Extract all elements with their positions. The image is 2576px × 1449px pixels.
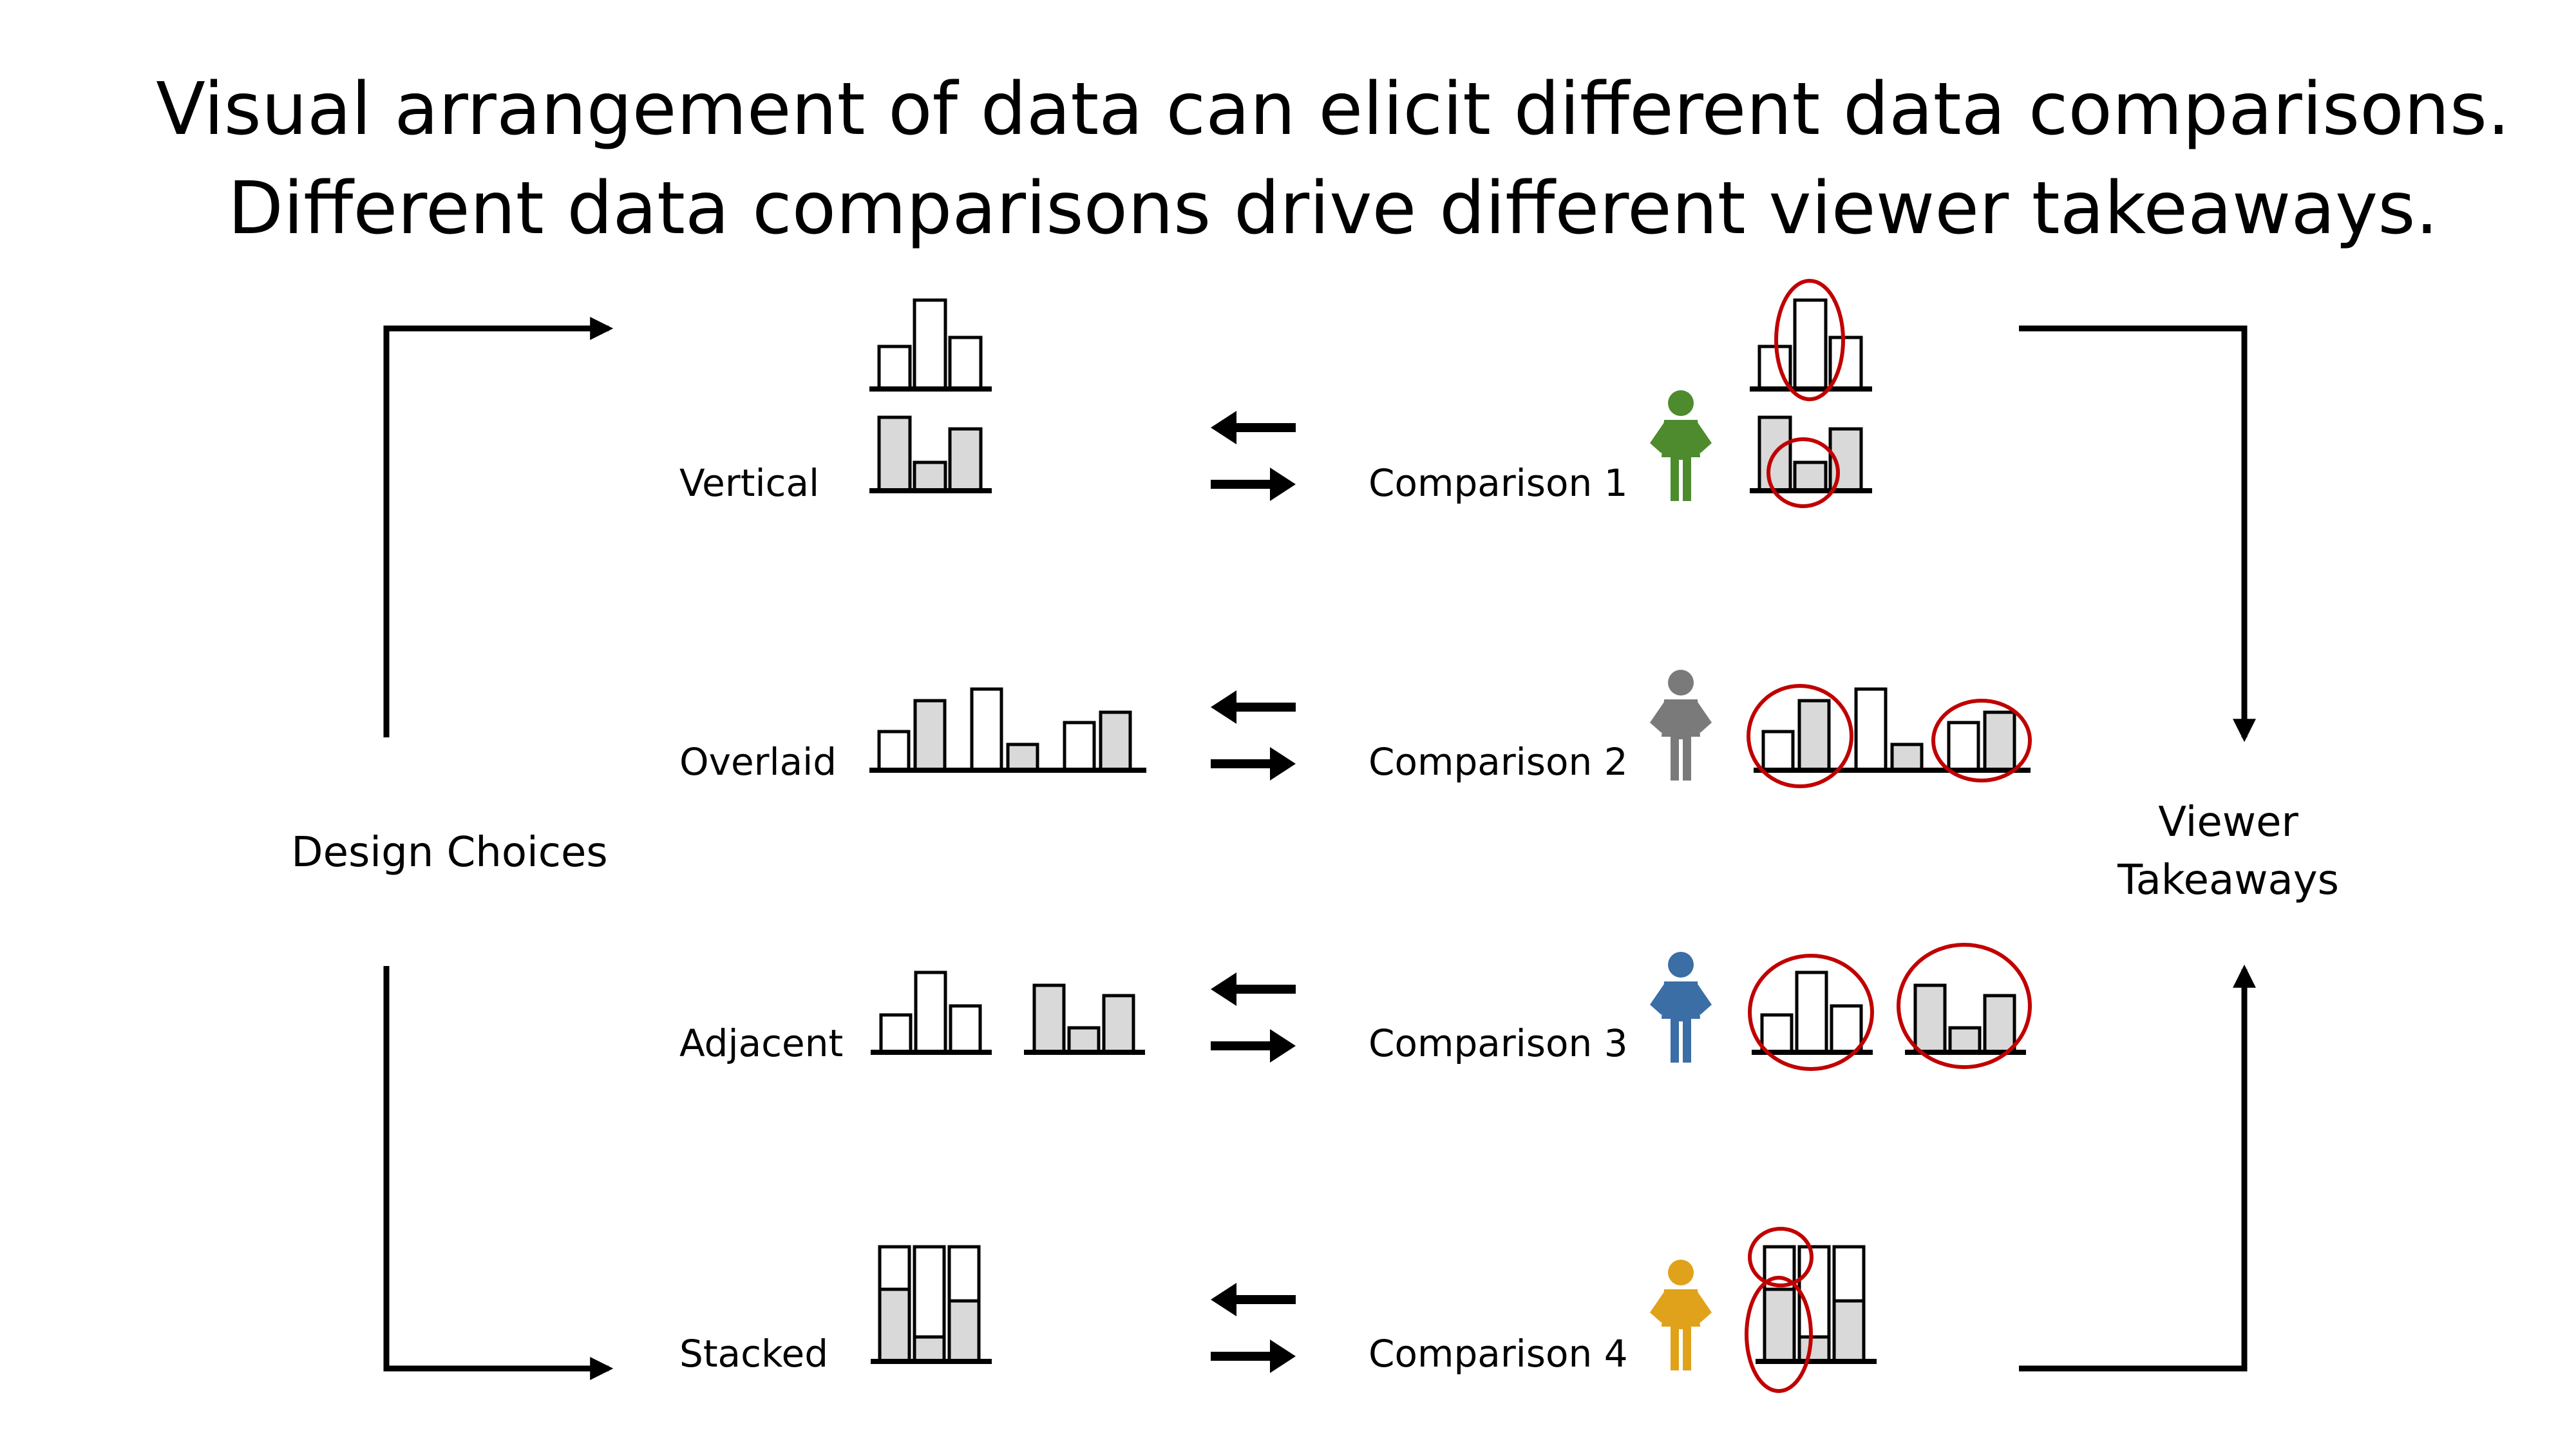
comparison-1-chart — [1750, 279, 1872, 508]
row-adjacent: Adjacent Comparison 3 — [679, 943, 2032, 1071]
bar — [879, 1013, 913, 1054]
bar — [1983, 994, 2016, 1054]
bar — [1832, 1245, 1866, 1303]
highlight-circle — [1748, 1227, 1814, 1287]
bar — [1032, 983, 1066, 1054]
viewer-takeaways-label-line-2: Takeaways — [2117, 857, 2339, 904]
bar — [1983, 710, 2016, 772]
bar — [1830, 1004, 1863, 1054]
adjacent-design-chart — [871, 971, 1145, 1055]
bar — [1063, 721, 1096, 772]
comparison-label-2: Comparison 2 — [1368, 740, 1628, 784]
comparison-label-3: Comparison 3 — [1368, 1021, 1628, 1065]
highlight-circle — [1748, 954, 1874, 1071]
bar — [1890, 743, 1924, 772]
highlight-circle — [1747, 684, 1853, 788]
bar — [970, 687, 1003, 772]
exchange-arrows-icon — [1211, 1283, 1296, 1373]
design-choices-label: Design Choices — [291, 829, 607, 876]
highlight-circle — [1745, 1276, 1813, 1393]
design-label-overlaid: Overlaid — [679, 740, 837, 784]
row-vertical: Vertical Comparison 1 — [679, 279, 1872, 508]
bar — [1793, 460, 1828, 493]
bar — [948, 336, 983, 391]
bar — [913, 460, 947, 493]
bar — [1099, 710, 1132, 772]
bar — [1797, 699, 1831, 772]
comparison-3-chart — [1748, 943, 2032, 1071]
design-label-stacked: Stacked — [679, 1332, 828, 1376]
comparison-2-chart — [1747, 684, 2032, 788]
design-label-adjacent: Adjacent — [679, 1021, 843, 1065]
person-icon — [1650, 952, 1712, 1063]
bar — [1947, 721, 1980, 772]
bar — [1948, 1026, 1982, 1054]
exchange-arrows-icon — [1211, 411, 1296, 501]
bar — [1795, 971, 1828, 1054]
bar — [1067, 1026, 1101, 1054]
bar — [1760, 1013, 1794, 1054]
bar — [913, 298, 947, 391]
bar — [877, 345, 912, 391]
bar — [947, 1245, 981, 1303]
overlaid-design-chart — [869, 687, 1146, 773]
exchange-arrows-icon — [1211, 690, 1296, 781]
bar — [878, 1287, 911, 1363]
title-line-1: Visual arrangement of data can elicit di… — [156, 68, 2510, 151]
bar — [1006, 743, 1039, 772]
bar — [913, 1245, 946, 1339]
bar — [947, 1299, 981, 1363]
takeaway-flow-arrows — [2019, 325, 2256, 1372]
bar — [949, 1004, 982, 1054]
design-label-vertical: Vertical — [679, 461, 819, 505]
bar — [1797, 1245, 1831, 1339]
bar — [1797, 1335, 1831, 1363]
bar — [948, 427, 983, 493]
design-flow-arrows — [383, 317, 614, 1380]
bar — [913, 1335, 946, 1363]
title-line-2: Different data comparisons drive differe… — [228, 167, 2438, 251]
bar — [1102, 994, 1135, 1054]
comparison-label-1: Comparison 1 — [1368, 461, 1628, 505]
bar — [914, 971, 947, 1054]
bar — [913, 699, 947, 772]
viewer-takeaways-label-line-1: Viewer — [2158, 799, 2298, 846]
comparison-label-4: Comparison 4 — [1368, 1332, 1628, 1376]
person-icon — [1650, 1260, 1712, 1370]
bar — [877, 415, 912, 493]
highlight-circle — [1897, 943, 2032, 1069]
person-icon — [1650, 390, 1712, 501]
bar — [1793, 298, 1828, 391]
comparison-4-chart — [1745, 1227, 1877, 1393]
bar — [1763, 1287, 1796, 1363]
bar — [877, 730, 911, 772]
vertical-design-chart — [869, 298, 992, 493]
bar — [878, 1245, 911, 1291]
highlight-circle — [1766, 437, 1840, 508]
person-icon — [1650, 670, 1712, 781]
highlight-circle — [1774, 279, 1845, 401]
bar — [1913, 983, 1947, 1054]
stacked-design-chart — [871, 1245, 992, 1364]
bar — [1761, 730, 1795, 772]
row-overlaid: Overlaid Comparison 2 — [679, 670, 2032, 788]
bar — [1854, 687, 1888, 772]
bar — [1832, 1299, 1866, 1363]
row-stacked: Stacked Comparison 4 — [679, 1227, 1877, 1393]
highlight-circle — [1931, 699, 2032, 782]
exchange-arrows-icon — [1211, 972, 1296, 1063]
